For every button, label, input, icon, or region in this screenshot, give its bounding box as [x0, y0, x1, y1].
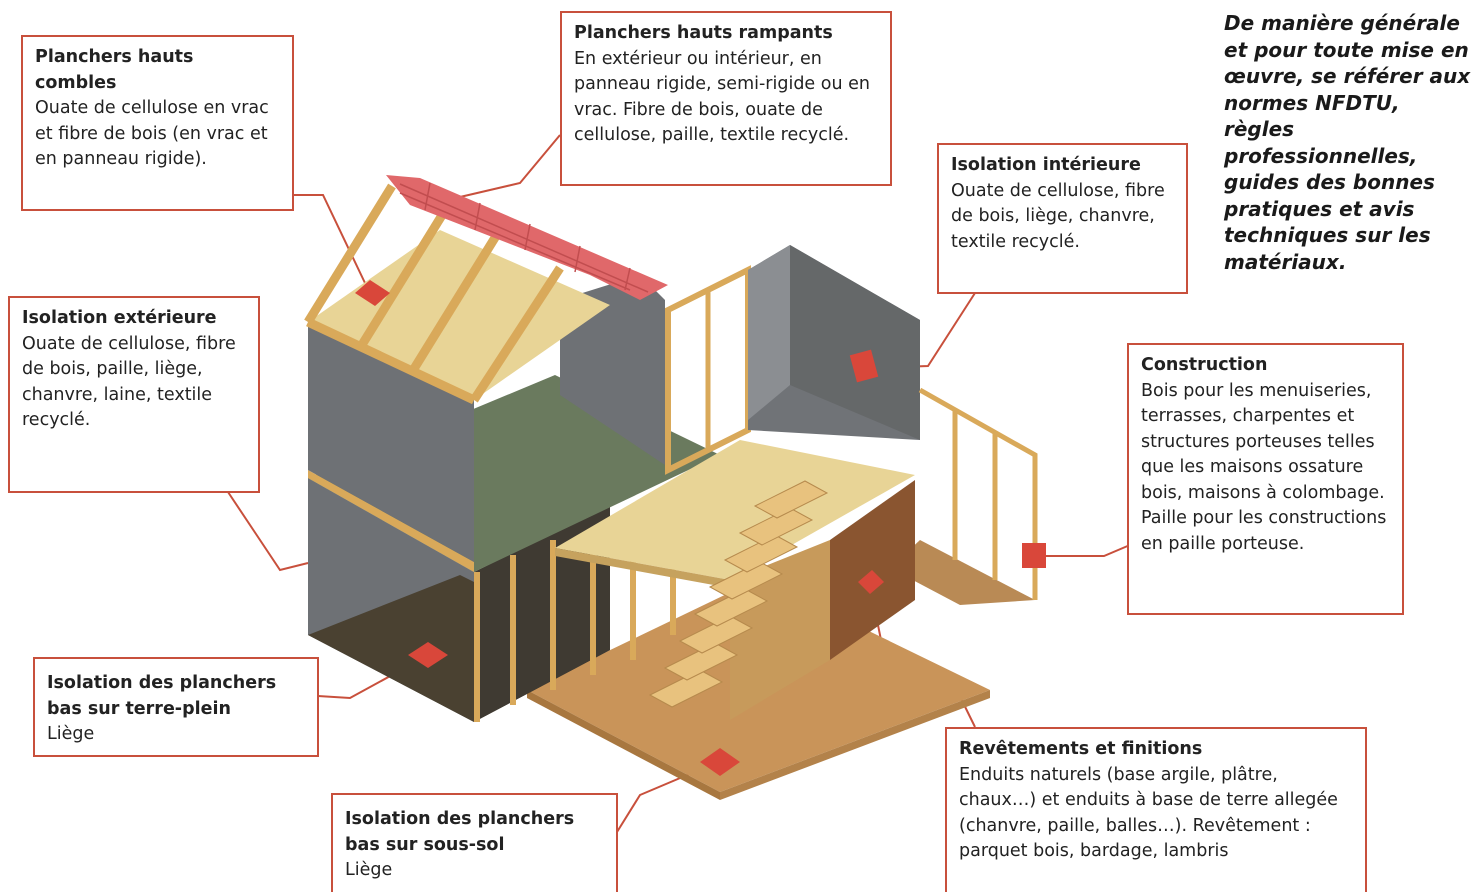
callout-body: Enduits naturels (base argile, plâtre, c…: [959, 764, 1338, 862]
callout-planchers-bas-sous-sol: Isolation des planchers bas sur sous-sol…: [331, 793, 618, 892]
callout-title: Revêtements et finitions: [959, 739, 1203, 759]
terrace-deck: [890, 540, 1035, 605]
callout-title: Planchers hauts rampants: [574, 23, 833, 43]
callout-title: Isolation extérieure: [22, 308, 217, 328]
callout-title: Isolation des planchers bas sur terre-pl…: [47, 673, 277, 719]
connector-lines: [227, 134, 1138, 833]
callout-construction: Construction Bois pour les menuiseries, …: [1127, 343, 1404, 615]
callout-planchers-bas-terre-plein: Isolation des planchers bas sur terre-pl…: [33, 657, 319, 757]
callout-title: Construction: [1141, 355, 1268, 375]
callout-body: Ouate de cellulose, fibre de bois, liège…: [951, 180, 1165, 252]
callout-planchers-hauts-combles: Planchers hauts combles Ouate de cellulo…: [21, 35, 294, 211]
markers: [355, 280, 1046, 776]
mezzanine-floor: [555, 440, 915, 580]
general-note: De manière générale et pour toute mise e…: [1224, 11, 1471, 274]
callout-revetements-finitions: Revêtements et finitions Enduits naturel…: [945, 727, 1367, 892]
callout-body: Bois pour les menuiseries, terrasses, ch…: [1141, 380, 1387, 554]
callout-title: Isolation des planchers bas sur sous-sol: [345, 809, 575, 855]
back-wall: [560, 275, 665, 465]
roof-rafters: [304, 183, 564, 405]
callout-title: Planchers hauts combles: [35, 47, 194, 93]
callout-body: Liège: [345, 860, 393, 880]
callout-body: Ouate de cellulose, fibre de bois, paill…: [22, 333, 236, 431]
stair-block: [830, 480, 915, 660]
callout-isolation-exterieure: Isolation extérieure Ouate de cellulose,…: [8, 296, 260, 493]
attic-floor: [308, 230, 610, 400]
callout-isolation-interieure: Isolation intérieure Ouate de cellulose,…: [937, 143, 1188, 294]
callout-body: En extérieur ou intérieur, en panneau ri…: [574, 48, 870, 146]
callout-body: Liège: [47, 724, 95, 744]
callout-body: Ouate de cellulose en vrac et fibre de b…: [35, 98, 269, 169]
callout-title: Isolation intérieure: [951, 155, 1141, 175]
staircase: [648, 480, 829, 708]
callout-planchers-hauts-rampants: Planchers hauts rampants En extérieur ou…: [560, 11, 892, 186]
